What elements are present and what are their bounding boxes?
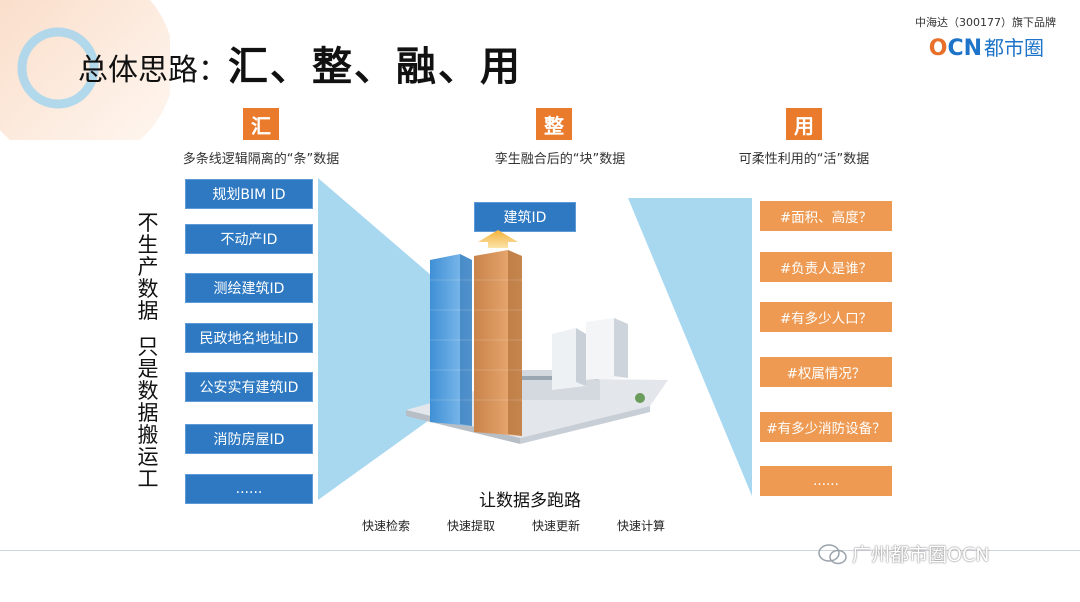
page-title-prefix: 总体思路： (78, 53, 228, 88)
tag-item: 快速提取 (447, 519, 496, 533)
footer-divider (0, 550, 1080, 551)
id-item[interactable]: 测绘建筑ID (185, 273, 313, 303)
category-hui-subtitle: 多条线逻辑隔离的“条”数据 (182, 152, 340, 167)
question-item[interactable]: #有多少人口？ (760, 302, 892, 332)
brand-logo-name: 都市圈 (984, 36, 1044, 60)
building-illustration (406, 230, 668, 444)
funnel-left (318, 178, 446, 500)
vertical-text-right: 只是数据搬运工 (137, 335, 159, 492)
page-title-main: 汇、整、融、用 (228, 44, 522, 90)
category-yong: 用 (786, 108, 822, 140)
id-item[interactable]: 公安实有建筑ID (185, 372, 313, 402)
id-item[interactable]: 民政地名地址ID (185, 323, 313, 353)
brand-logo-cn: CN (947, 36, 982, 61)
tag-item: 快速更新 (532, 519, 581, 533)
wechat-icon (818, 544, 847, 565)
funnel-right (628, 198, 752, 496)
bottom-title: 让数据多跑路 (479, 491, 581, 511)
page-title: 总体思路：汇、整、融、用 (78, 34, 522, 92)
category-zheng-subtitle: 孪生融合后的“块”数据 (494, 152, 626, 167)
question-item[interactable]: #有多少消防设备？ (760, 412, 892, 442)
id-item[interactable]: 消防房屋ID (185, 424, 313, 454)
id-item[interactable]: 规划BIM ID (185, 179, 313, 209)
vertical-text-left: 不生产数据 (137, 211, 159, 324)
tag-item: 快速检索 (362, 519, 411, 533)
question-item[interactable]: #负责人是谁？ (760, 252, 892, 282)
decorative-circle (0, 0, 170, 140)
building-id-box[interactable]: 建筑ID (474, 202, 576, 232)
question-item[interactable]: #权属情况？ (760, 357, 892, 387)
question-item[interactable]: ...... (760, 466, 892, 496)
question-item[interactable]: #面积、高度？ (760, 201, 892, 231)
id-item[interactable]: ...... (185, 474, 313, 504)
category-zheng: 整 (536, 108, 572, 140)
brand-line: 中海达（300177）旗下品牌 (915, 16, 1056, 29)
id-item[interactable]: 不动产ID (185, 224, 313, 254)
category-yong-subtitle: 可柔性利用的“活”数据 (738, 152, 870, 167)
tag-item: 快速计算 (617, 519, 666, 533)
watermark-text: 广州都市圈OCN (852, 544, 990, 566)
brand-logo-o: O (928, 36, 948, 61)
category-hui: 汇 (243, 108, 279, 140)
